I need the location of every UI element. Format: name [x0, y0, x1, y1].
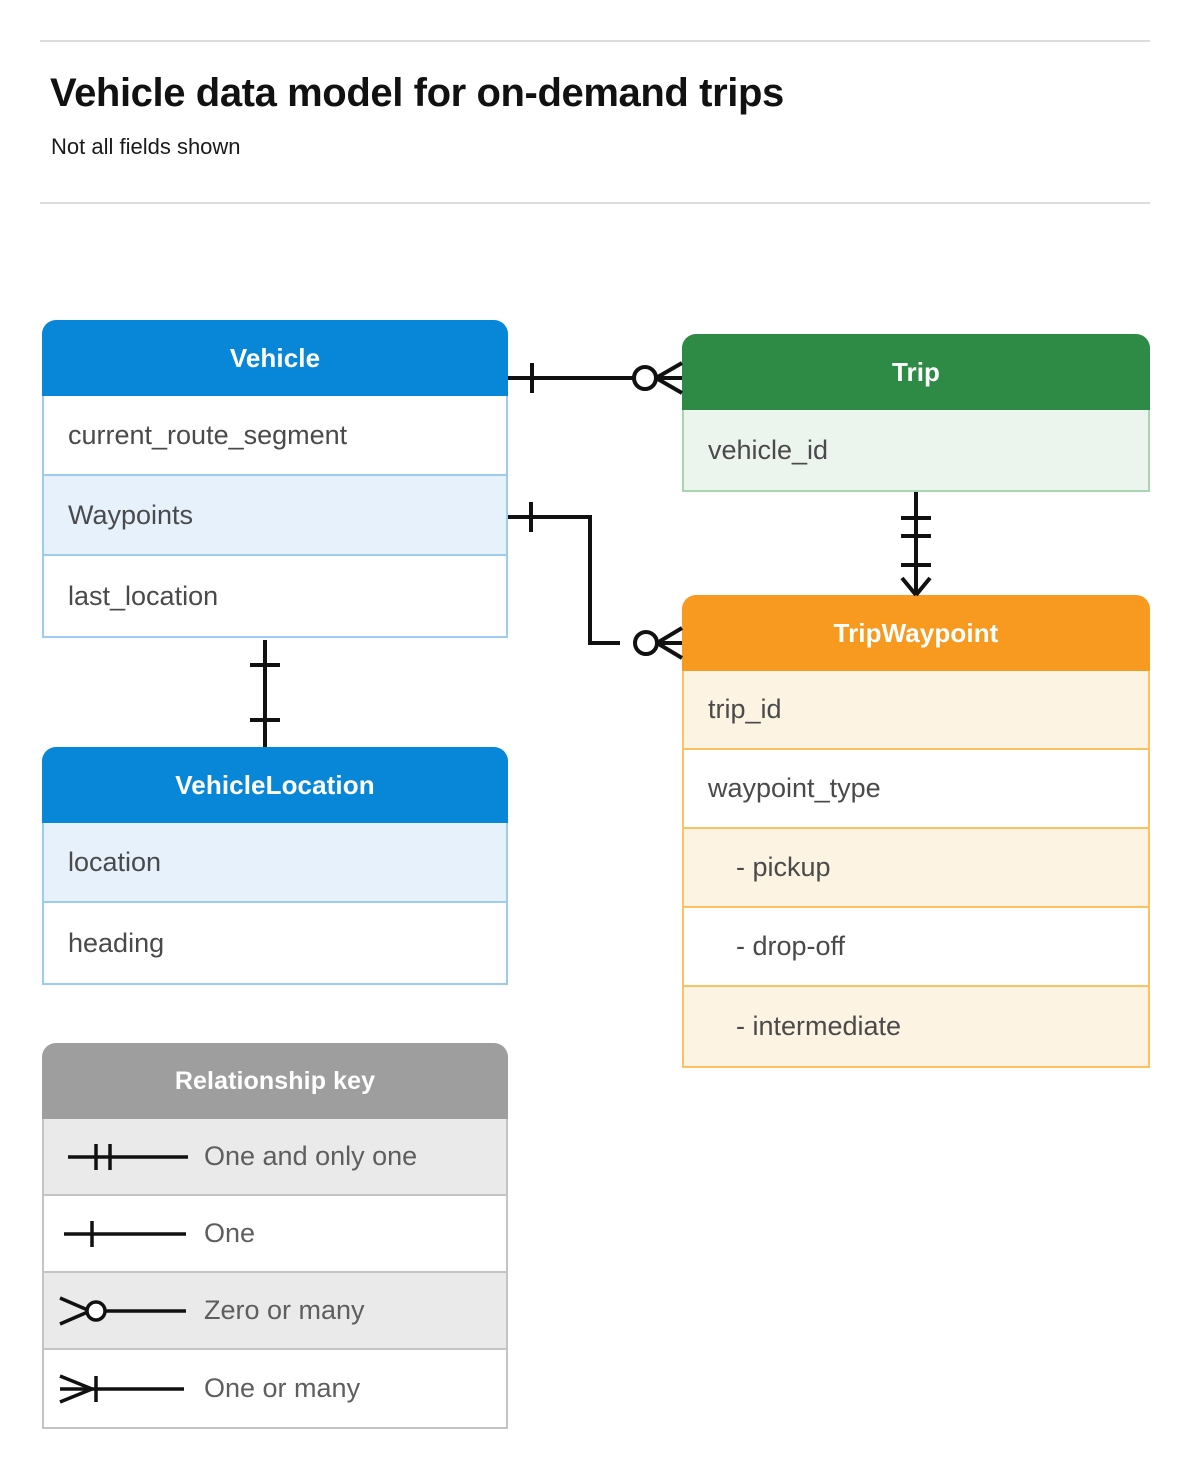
- entity-vehiclelocation[interactable]: VehicleLocation location heading: [42, 747, 508, 985]
- entity-tripwaypoint[interactable]: TripWaypoint trip_id waypoint_type - pic…: [682, 595, 1150, 1068]
- connector-trip-tripwaypoint: [900, 492, 932, 597]
- field-row-enum[interactable]: - drop-off: [684, 908, 1148, 987]
- one-icon: [44, 1214, 204, 1254]
- field-row-enum[interactable]: - intermediate: [684, 987, 1148, 1066]
- field-row[interactable]: vehicle_id: [684, 410, 1148, 490]
- one-or-many-icon: [44, 1369, 204, 1409]
- entity-vehicle[interactable]: Vehicle current_route_segment Waypoints …: [42, 320, 508, 638]
- entity-tripwaypoint-title: TripWaypoint: [682, 595, 1150, 671]
- legend-title: Relationship key: [42, 1043, 508, 1119]
- field-row[interactable]: Waypoints: [44, 476, 506, 556]
- legend-label: One or many: [204, 1373, 361, 1403]
- entity-trip-title: Trip: [682, 334, 1150, 410]
- field-row[interactable]: waypoint_type: [684, 750, 1148, 829]
- one-and-only-one-icon: [44, 1137, 204, 1177]
- field-row[interactable]: current_route_segment: [44, 396, 506, 476]
- field-row-enum[interactable]: - pickup: [684, 829, 1148, 908]
- field-row[interactable]: trip_id: [684, 671, 1148, 750]
- legend-rows: One and only one One: [42, 1119, 508, 1429]
- entity-vehiclelocation-fields: location heading: [42, 823, 508, 985]
- entity-trip-fields: vehicle_id: [682, 410, 1150, 492]
- connector-waypoints-tripwaypoint: [508, 502, 684, 660]
- page-subtitle: Not all fields shown: [51, 134, 241, 159]
- connector-vehicle-vehiclelocation: [250, 640, 280, 747]
- legend-row: One and only one: [44, 1119, 506, 1196]
- page-title: Vehicle data model for on-demand trips: [50, 71, 784, 115]
- entity-tripwaypoint-fields: trip_id waypoint_type - pickup - drop-of…: [682, 671, 1150, 1068]
- connector-vehicle-trip: [508, 361, 683, 395]
- entity-vehiclelocation-title: VehicleLocation: [42, 747, 508, 823]
- entity-vehicle-fields: current_route_segment Waypoints last_loc…: [42, 396, 508, 638]
- entity-vehicle-title: Vehicle: [42, 320, 508, 396]
- field-row[interactable]: last_location: [44, 556, 506, 636]
- field-row[interactable]: heading: [44, 903, 506, 983]
- relationship-key-legend: Relationship key One and only one: [42, 1043, 508, 1429]
- legend-label: Zero or many: [204, 1295, 365, 1325]
- zero-or-many-icon: [44, 1291, 204, 1331]
- bottom-divider: [40, 202, 1150, 204]
- legend-row: Zero or many: [44, 1273, 506, 1350]
- legend-label: One and only one: [204, 1141, 418, 1171]
- field-row[interactable]: location: [44, 823, 506, 903]
- legend-row: One or many: [44, 1350, 506, 1427]
- entity-trip[interactable]: Trip vehicle_id: [682, 334, 1150, 492]
- top-divider: [40, 40, 1150, 42]
- legend-label: One: [204, 1218, 256, 1248]
- legend-row: One: [44, 1196, 506, 1273]
